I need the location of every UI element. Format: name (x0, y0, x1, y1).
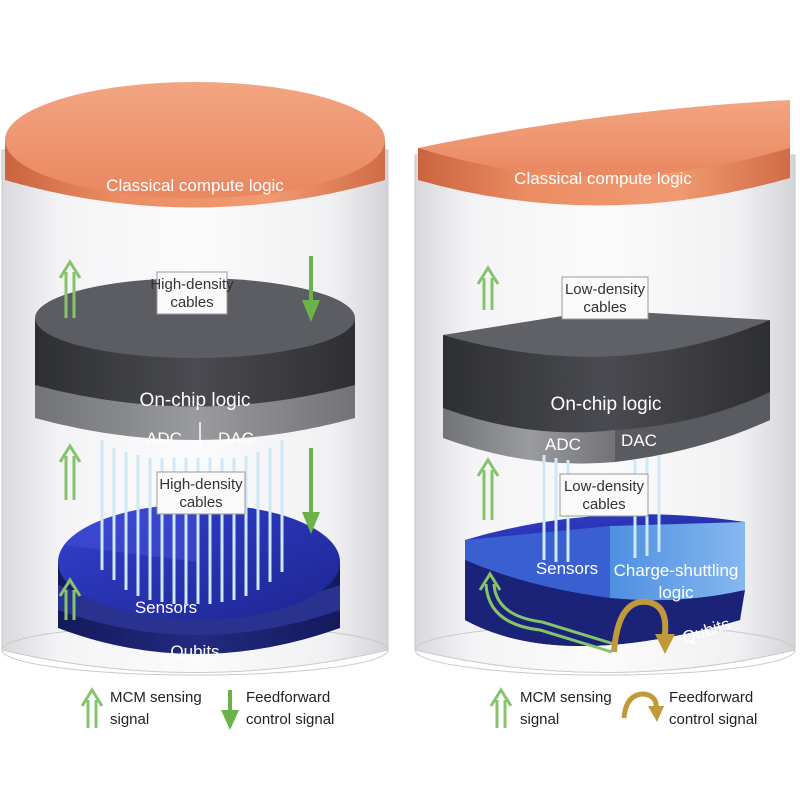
left-classical-disk: Classical compute logic (5, 82, 385, 208)
right-sensing-arrow-upper (476, 265, 500, 310)
left-adc-label: ADC (146, 429, 182, 448)
left-legend-sensing-icon (80, 687, 104, 728)
right-feedforward-arrow-curved (611, 598, 675, 654)
right-sensing-arrow-middle (476, 457, 500, 520)
right-onchip-label: On-chip logic (551, 394, 662, 415)
left-top-cables-label-box (156, 271, 228, 315)
left-qubits-label: Qubits (170, 642, 219, 661)
right-classical-label: Classical compute logic (514, 169, 692, 188)
left-dac-label: DAC (218, 429, 254, 448)
left-legend-sensing-line2: signal (110, 711, 149, 728)
right-shuttling-region (610, 522, 745, 601)
right-legend-feedforward-line1: Feedforward (669, 689, 753, 706)
left-feedforward-arrow-upper (302, 256, 320, 322)
left-sensing-arrow-middle (58, 443, 82, 500)
right-classical-disk: Classical compute logic (418, 100, 790, 206)
left-bottom-cables-label-box (156, 471, 246, 515)
left-legend-feedforward-line1: Feedforward (246, 689, 330, 706)
right-sensing-arrow-curved (478, 571, 615, 654)
right-dac-label: DAC (621, 431, 657, 450)
left-top-cables-label-line1: High-density (150, 276, 234, 293)
right-bottom-cables-label-line2: cables (582, 496, 625, 513)
right-legend-sensing-line1: MCM sensing (520, 689, 612, 706)
left-classical-label: Classical compute logic (106, 176, 284, 195)
right-top-cables-label-box (561, 276, 649, 320)
left-sensors-label: Sensors (135, 598, 197, 617)
left-sensing-arrow-lower (58, 577, 82, 620)
right-adc-label: ADC (545, 435, 581, 454)
left-sensing-arrow-upper (58, 259, 82, 318)
right-legend-feedforward-line2: control signal (669, 711, 757, 728)
right-legend-sensing-icon (489, 687, 513, 728)
left-top-cables-label-line2: cables (170, 294, 213, 311)
right-shuttling-label-line1: Charge-shuttling (614, 561, 739, 580)
left-bottom-cables-label-line2: cables (179, 494, 222, 511)
right-onchip-block (443, 310, 770, 464)
right-bottom-cables-label-box (559, 473, 649, 517)
left-legend-feedforward-icon (221, 690, 239, 730)
right-shuttling-label-line2: logic (659, 583, 694, 602)
right-legend-sensing-line2: signal (520, 711, 559, 728)
left-legend-sensing-line1: MCM sensing (110, 689, 202, 706)
left-onchip-label: On-chip logic (140, 390, 251, 411)
right-top-cables-label-line2: cables (583, 299, 626, 316)
right-top-cables-label-line1: Low-density (565, 281, 646, 298)
left-bottom-cables-label-line1: High-density (159, 476, 243, 493)
left-feedforward-arrow-lower (302, 448, 320, 534)
left-panel: Classical compute logic High-density cab… (1, 82, 389, 730)
left-legend-feedforward-line2: control signal (246, 711, 334, 728)
right-bottom-cables-label-line1: Low-density (564, 478, 645, 495)
right-panel: Classical compute logic Low-density cabl… (414, 100, 796, 728)
right-legend-feedforward-icon (621, 691, 664, 722)
right-sensors-label: Sensors (536, 559, 598, 578)
